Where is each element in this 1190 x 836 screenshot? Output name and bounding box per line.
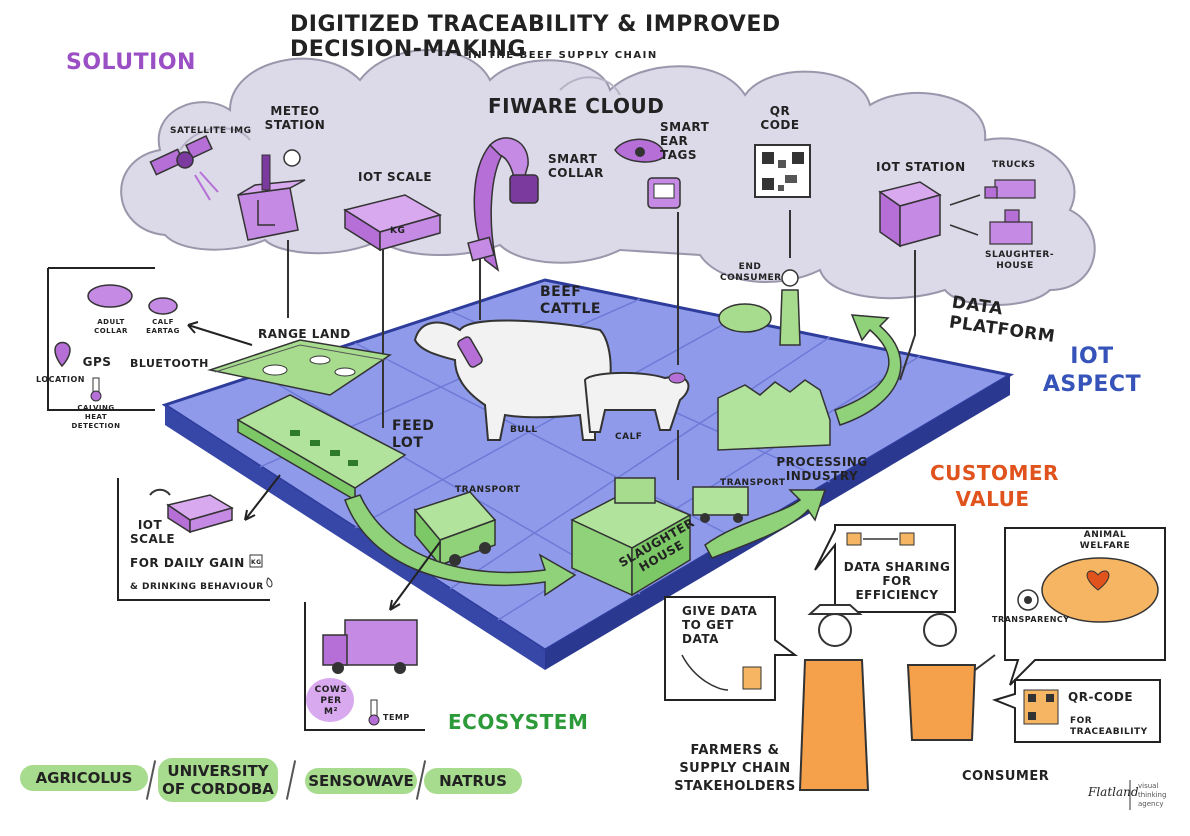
end-consumer-illustration [718,269,801,346]
label-location: Location [36,375,85,384]
label-feedlot-scale-unit: KG [251,559,262,566]
section-iot-aspect: IoT Aspect [1042,344,1142,397]
label-transport-2: Transport [720,478,786,488]
section-fiware-cloud: Fiware Cloud [488,94,665,118]
partner-natrus: Natrus [424,768,522,794]
range-detail-cows [87,284,178,315]
smart-ear-tag-icon [614,138,681,209]
label-bluetooth: Bluetooth [130,357,209,370]
agency-logo: Flatland [1088,785,1139,799]
label-calf-eartag: Calf Eartag [146,318,180,335]
label-processing-industry: Processing Industry [776,455,868,483]
label-qr-code: QR Code [760,104,800,132]
partner-agricolus: Agricolus [20,765,148,791]
give-data-bubble [664,596,798,701]
transport-detail-bracket [304,602,425,731]
drop-icon [266,577,273,588]
satellite-icon [149,135,219,201]
cows-per-bubble [306,678,354,722]
iot-scale-icon [343,194,442,252]
processing-industry-shape [717,379,831,451]
label-slaughterhouse-cloud: Slaughter-house [985,250,1055,271]
label-feed-lot: Feed Lot [392,418,435,451]
label-smart-ear-tags: Smart Ear Tags [660,120,710,162]
label-daily-gain: For Daily Gain [130,556,245,570]
section-customer-value: Customer Value [930,461,1059,511]
page-subtitle: In the Beef Supply Chain [468,50,658,61]
meteo-station-icon [237,149,306,241]
label-iot-scale: IoT Scale [358,170,433,184]
label-animal-welfare: Animal Welfare [1079,530,1131,551]
agency-tagline: visual thinking agency [1138,782,1167,808]
transport-truck-shape [413,491,497,568]
fiware-cloud-shape [120,49,1096,306]
supply-chain-flow-arrows [344,314,902,597]
label-temp: Temp [383,713,410,722]
label-satellite: Satellite Img [170,126,252,136]
detail-arrows [187,321,441,611]
range-land-shape [207,339,392,396]
qr-code-icon [754,144,811,198]
weight-icon [249,554,263,568]
label-adult-collar: Adult Collar [94,318,128,335]
smart-collar-icon [467,137,539,272]
label-beef-cattle: Beef Cattle [540,284,601,317]
transport-detail-truck [322,619,418,674]
range-detail-bracket [47,267,155,411]
connector-lines [287,210,916,480]
data-sharing-bubble [814,524,956,613]
label-calf: Calf [615,432,643,442]
label-range-land: Range Land [258,327,351,341]
page-title: Digitized Traceability & Improved Decisi… [290,12,781,62]
animal-welfare-bubble [1004,527,1166,686]
label-bull: Bull [510,425,538,435]
label-data-sharing: Data Sharing for Efficiency [843,560,951,602]
label-qr-code-customer: QR-Code [1068,690,1134,704]
qr-bubble [991,679,1161,743]
trucks-mini-icon [984,179,1036,199]
cattle-illustration [413,319,690,441]
label-feedlot-iot-scale: IoT Scale [130,518,176,546]
label-cows-per: Cows per m² [314,685,348,717]
section-solution: Solution [66,50,196,75]
feedlot-detail-bracket [117,478,270,601]
label-farmers: Farmers & Supply Chain Stakeholders [674,743,796,794]
label-traceability: for Traceability [1070,716,1148,737]
label-smart-collar: Smart Collar [548,152,604,180]
label-transport-1: Transport [455,485,521,495]
section-ecosystem: Ecosystem [448,710,589,734]
consumer-figure [906,613,996,741]
label-calving: Calving Heat Detection [71,404,121,430]
label-consumer: Consumer [962,769,1050,784]
slaughterhouse-mini-icon [989,209,1033,245]
location-pin-icon [54,341,71,368]
label-scale-unit: KG [390,226,406,236]
label-drinking: & Drinking Behaviour [130,582,264,592]
temp-icon [368,699,380,726]
label-transparency: Transparency [992,615,1070,624]
label-iot-station: IoT Station [876,160,966,174]
label-meteo: Meteo Station [264,104,326,132]
label-give-data: Give Data to get Data [682,604,758,646]
thermometer-icon [90,377,102,402]
wifi-icon [149,488,171,496]
partner-sensowave: Sensowave [305,768,417,794]
farmer-figure [798,604,870,791]
label-gps: GPS [82,355,112,369]
label-trucks: Trucks [992,160,1036,170]
small-transport-truck-shape [692,486,749,523]
partner-university-cordoba: University of Cordoba [158,758,278,802]
feedlot-scale-icon [166,494,234,534]
iot-station-icon [878,181,981,248]
slaughter-house-shape [570,477,692,597]
label-end-consumer: End Consumer [720,262,782,283]
